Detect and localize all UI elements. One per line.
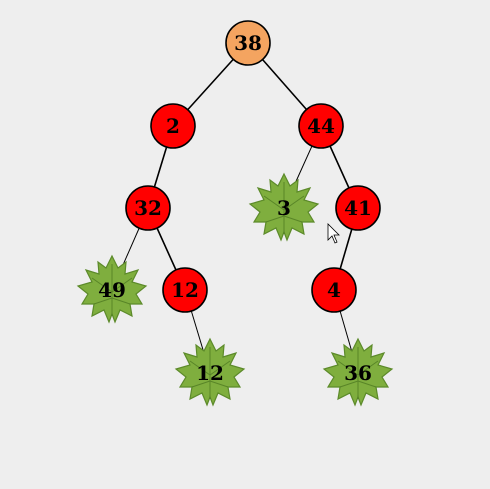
node-circle xyxy=(298,103,344,149)
node-value-label: 32 xyxy=(134,196,162,220)
node-value-label: 41 xyxy=(344,196,372,220)
leaf-node[interactable]: 12 xyxy=(175,338,245,406)
tree-node[interactable]: 44 xyxy=(298,103,344,149)
leaf-node[interactable]: 49 xyxy=(77,255,147,323)
node-value-label: 49 xyxy=(98,278,126,302)
node-circle xyxy=(125,185,171,231)
node-value-label: 12 xyxy=(196,361,224,385)
tree-node[interactable]: 4 xyxy=(311,267,357,313)
node-circle xyxy=(150,103,196,149)
node-circle xyxy=(225,20,271,66)
node-value-label: 2 xyxy=(166,114,180,138)
node-value-label: 4 xyxy=(327,278,341,302)
node-value-label: 36 xyxy=(344,361,372,385)
tree-node[interactable]: 32 xyxy=(125,185,171,231)
node-value-label: 44 xyxy=(307,114,335,138)
node-circle xyxy=(311,267,357,313)
root-node[interactable]: 38 xyxy=(225,20,271,66)
node-circle xyxy=(335,185,381,231)
node-value-label: 12 xyxy=(171,278,199,302)
tree-node[interactable]: 12 xyxy=(162,267,208,313)
tree-node[interactable]: 41 xyxy=(335,185,381,231)
leaf-node[interactable]: 36 xyxy=(323,338,393,406)
leaf-node[interactable]: 3 xyxy=(249,173,319,241)
node-circle xyxy=(162,267,208,313)
tree-node[interactable]: 2 xyxy=(150,103,196,149)
node-value-label: 38 xyxy=(234,31,262,55)
node-value-label: 3 xyxy=(277,196,291,220)
mouse-pointer-icon xyxy=(327,223,340,244)
